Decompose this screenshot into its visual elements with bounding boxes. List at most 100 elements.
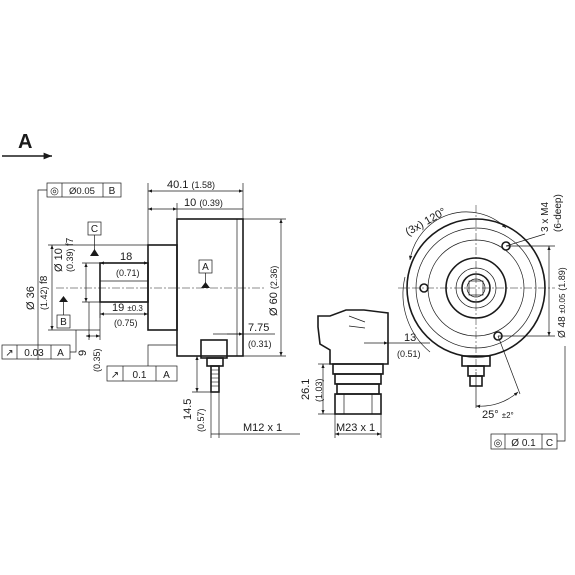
dim-bolt-circle: Ø 48 ±0.05 (1.89) [498, 245, 568, 338]
view-marker-label: A [18, 131, 32, 153]
dim-flat-value: 19 [112, 302, 124, 314]
datum-a-label: A [202, 262, 209, 273]
dim-connector-depth: 7.75 (0.31) [213, 322, 275, 349]
tolerance-frame-runout-01: ↗ 0.1 A [106, 344, 178, 382]
dim-body-imperial: (0.39) [199, 198, 223, 208]
dim-shaft-diameter: Ø 10 (0.39) f7 [53, 237, 100, 303]
dim-flange-diameter: Ø 36 (1.42) f8 [25, 244, 148, 331]
dim-connector-depth-value: 7.75 [248, 322, 269, 334]
datum-c-label: C [91, 224, 98, 235]
svg-text:(1.42) f8: (1.42) f8 [39, 275, 50, 310]
encoder-housing [176, 218, 244, 357]
dim-offset-value: 9 [77, 350, 89, 356]
dim-shaft-len-imperial: (0.71) [116, 268, 140, 278]
svg-text:(0.57): (0.57) [196, 408, 206, 432]
svg-text:(1.03): (1.03) [314, 378, 324, 402]
angle-value: 25° [482, 409, 499, 421]
datum-a-marker: A [198, 259, 213, 288]
runout-symbol-1: ↗ [5, 348, 13, 359]
svg-text:26.1: 26.1 [300, 379, 312, 400]
dim-angle: 25° ±2° [475, 335, 521, 421]
svg-text:Ø 36: Ø 36 [25, 286, 37, 310]
dim-m12-label: M12 x 1 [243, 422, 282, 434]
tolerance-frame-concentricity-b: ◎ Ø0.05 B [37, 182, 122, 360]
dim-connector-height-imperial: (0.57) [196, 408, 206, 432]
tolerance-value: Ø0.05 [69, 186, 95, 197]
dim-flange-dia-imperial: (1.42) [39, 286, 49, 310]
m12-connector [200, 339, 228, 393]
dim-shaft-dia-value: Ø 10 [53, 248, 65, 272]
svg-text:(0.39) f7: (0.39) f7 [65, 237, 76, 272]
svg-text:14.5: 14.5 [182, 399, 194, 420]
dim-shaft-offset: 9 (0.35) [77, 302, 102, 372]
m23-nut [334, 393, 382, 415]
label-holes-thread: 3 x M4 (6-deep) [505, 194, 564, 247]
svg-text:(0.35): (0.35) [92, 348, 102, 372]
dim-m23-label: M23 x 1 [336, 422, 375, 434]
connector-side-view: 26.1 (1.03) 13 (0.51) M23 x 1 [300, 309, 430, 438]
dim-offset-imperial: (0.35) [92, 348, 102, 372]
dim-m23-height: 26.1 (1.03) [300, 363, 335, 415]
dim-shaft-dia-imperial: (0.39) [65, 248, 75, 272]
dim-m23-height-value: 26.1 [300, 379, 312, 400]
dim-flange-dia-value: Ø 36 [25, 286, 37, 310]
dim-connector-depth-imperial: (0.31) [248, 339, 272, 349]
view-direction-arrow: A [2, 131, 52, 160]
tolerance-frame-concentricity-c: ◎ Ø 0.1 C [490, 346, 566, 450]
svg-text:Ø 60 (2.36): Ø 60 (2.36) [268, 266, 280, 316]
flange-hub [147, 244, 178, 331]
tolerance-symbol: ◎ [50, 186, 59, 197]
dim-overall-imperial: (1.58) [191, 180, 215, 190]
tolerance-datum: B [109, 186, 116, 197]
dim-overall-value: 40.1 [167, 179, 188, 191]
concentricity-value-c: Ø 0.1 [511, 438, 536, 449]
dim-connector-height-value: 14.5 [182, 399, 194, 420]
side-view: ◎ Ø0.05 B C B A [1, 179, 300, 438]
dim-flat-imperial: (0.75) [114, 318, 138, 328]
dim-holes-angle: (3x) 120° [402, 206, 507, 353]
dim-m23-depth-value: 13 [404, 332, 416, 344]
dim-body-dia-value: Ø 60 [268, 292, 280, 316]
svg-text:40.1 (1.58): 40.1 (1.58) [167, 179, 215, 191]
runout-datum-2: A [163, 370, 170, 381]
dim-m12-thread: M12 x 1 [210, 392, 300, 438]
datum-c-marker: C [87, 221, 102, 256]
concentricity-datum-c: C [546, 438, 553, 449]
angle-tol: ±2° [502, 411, 514, 420]
runout-value-1: 0.03 [24, 348, 44, 359]
dim-overall-length: 40.1 (1.58) [147, 179, 244, 245]
svg-text:9: 9 [77, 350, 89, 356]
svg-text:Ø 48 ±0.05 (1.: Ø 48 ±0.05 (1.89) [557, 267, 568, 338]
dim-body-length: 10 (0.39) [148, 197, 243, 219]
dim-m23-height-imperial: (1.03) [314, 378, 324, 402]
tolerance-frame-runout-003: ↗ 0.03 A [1, 330, 77, 360]
svg-text:10 (0.39): 10 (0.39) [184, 197, 223, 209]
m23-connector-housing [317, 309, 389, 365]
holes-angle-label: (3x) 120° [404, 206, 449, 239]
front-view: (3x) 120° 3 x M4 (6-deep) Ø 48 ±0.05 (1.… [398, 194, 568, 450]
dim-body-diameter: Ø 60 (2.36) [243, 218, 286, 357]
runout-symbol-2: ↗ [111, 370, 119, 381]
bolt-circle-tol: ±0.05 [558, 293, 567, 314]
dim-flat-length: 19 ±0.3 (0.75) [99, 302, 148, 328]
datum-b-label: B [60, 317, 67, 328]
svg-text:3 x M4: 3 x M4 [540, 202, 551, 232]
holes-thread-label: 3 x M4 [540, 202, 551, 232]
svg-text:19 ±0.3: 19 ±0.3 [112, 302, 143, 314]
dim-body-dia-imperial: (2.36) [269, 266, 279, 290]
dim-body-value: 10 [184, 197, 196, 209]
svg-text:25° ±2°: 25° ±2° [482, 409, 514, 421]
holes-depth-label: (6-deep) [553, 194, 564, 232]
dim-connector-height: 14.5 (0.57) [182, 356, 211, 432]
dim-m23-depth: 13 (0.51) [364, 332, 430, 359]
runout-value-2: 0.1 [133, 370, 147, 381]
dim-m23-depth-imperial: (0.51) [397, 349, 421, 359]
svg-text:(6-deep): (6-deep) [553, 194, 564, 232]
dim-shaft-length: 18 (0.71) [99, 251, 148, 278]
dim-m23-thread: M23 x 1 [334, 414, 382, 438]
bolt-circle-imperial: (1.89) [557, 267, 567, 291]
dim-shaft-len-value: 18 [120, 251, 132, 263]
datum-b-marker: B [56, 296, 71, 329]
dim-flat-tol: ±0.3 [127, 304, 143, 313]
dim-shaft-dia-fit: f7 [65, 237, 76, 246]
